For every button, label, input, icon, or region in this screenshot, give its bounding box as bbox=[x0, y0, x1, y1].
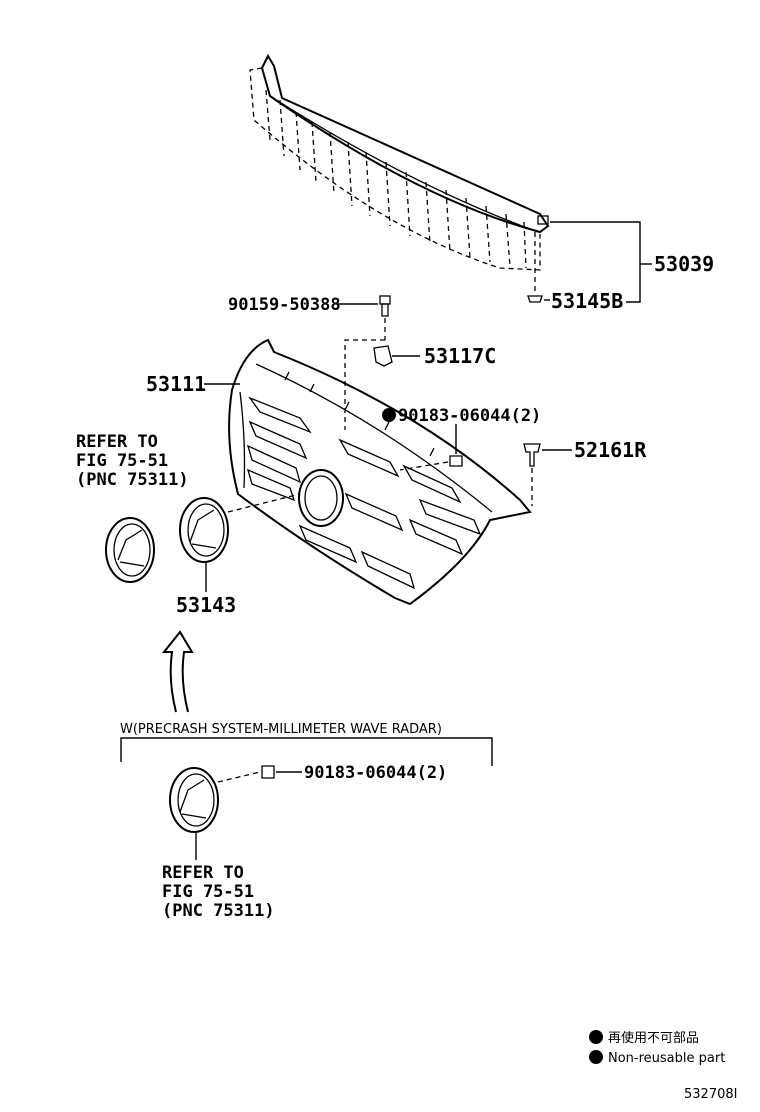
part-number-53111: 53111 bbox=[146, 372, 206, 396]
nut-53117C bbox=[373, 345, 420, 367]
condition-bracket bbox=[120, 737, 493, 766]
part-number-52161R: 52161R bbox=[574, 438, 647, 462]
emblem-base-53143 bbox=[179, 493, 301, 592]
legend-bullet-icon bbox=[589, 1030, 603, 1044]
legend-bullet-icon bbox=[589, 1050, 603, 1064]
figure-id: 532708I bbox=[684, 1087, 737, 1102]
part-number-53039: 53039 bbox=[654, 252, 714, 276]
refer-top-line3: (PNC 75311) bbox=[76, 470, 189, 490]
legend-line2: Non-reusable part bbox=[608, 1051, 725, 1066]
refer-bottom-line3: (PNC 75311) bbox=[162, 901, 275, 921]
non-reusable-mark-icon bbox=[382, 408, 396, 422]
upper-molding-53039 bbox=[249, 53, 550, 271]
emblem-refer-bottom bbox=[169, 767, 219, 860]
refer-bottom-line1: REFER TO bbox=[162, 863, 244, 883]
refer-bottom-line2: FIG 75-51 bbox=[162, 882, 254, 902]
part-number-53143: 53143 bbox=[176, 593, 236, 617]
part-number-53145B: 53145B bbox=[551, 289, 623, 313]
legend-line1: 再使用不可部品 bbox=[608, 1030, 699, 1046]
up-arrow-icon bbox=[161, 630, 194, 713]
clip-53145B bbox=[527, 232, 550, 303]
part-number-90159-50388: 90159-50388 bbox=[228, 295, 341, 315]
clip-52161R bbox=[523, 443, 572, 506]
part-number-90183-06044-top: 90183-06044(2) bbox=[398, 406, 541, 426]
condition-label: W(PRECRASH SYSTEM-MILLIMETER WAVE RADAR) bbox=[120, 722, 442, 737]
part-number-90183-06044-bottom: 90183-06044(2) bbox=[304, 763, 447, 783]
screw-90159-50388 bbox=[338, 295, 391, 430]
part-number-53117C: 53117C bbox=[424, 344, 496, 368]
refer-top-line1: REFER TO bbox=[76, 432, 158, 452]
leader-53039 bbox=[550, 221, 652, 303]
nut-90183-06044-bottom bbox=[217, 765, 302, 783]
nut-90183-06044-top bbox=[382, 408, 463, 471]
emblem-refer-top bbox=[105, 517, 155, 583]
legend: 再使用不可部品 Non-reusable part bbox=[589, 1030, 725, 1066]
refer-top-line2: FIG 75-51 bbox=[76, 451, 168, 471]
radiator-grille-53111 bbox=[204, 338, 532, 606]
